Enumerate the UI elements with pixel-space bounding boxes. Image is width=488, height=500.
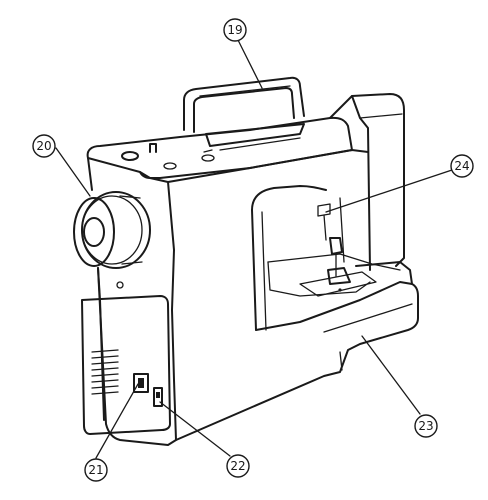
rear-panel: [81, 295, 171, 435]
callout-21-label: 21: [88, 463, 103, 477]
callout-24-label: 24: [454, 159, 469, 173]
callout-19: 19: [223, 18, 247, 42]
callout-23-label: 23: [418, 419, 433, 433]
callout-24: 24: [450, 154, 474, 178]
carrying-handle: [183, 76, 305, 151]
needle-area: [317, 197, 351, 285]
callout-19-label: 19: [227, 23, 242, 37]
machine-body: [86, 93, 419, 446]
vent-grille: [91, 349, 119, 395]
callout-21: 21: [84, 458, 108, 482]
leader-lines: [55, 39, 453, 459]
power-socket: [133, 373, 149, 393]
power-switch: [153, 387, 163, 407]
callout-22-label: 22: [230, 459, 245, 473]
handwheel: [73, 191, 151, 289]
callout-23: 23: [414, 414, 438, 438]
top-controls: [121, 143, 215, 170]
callout-20: 20: [32, 134, 56, 158]
callout-20-label: 20: [36, 139, 51, 153]
callout-22: 22: [226, 454, 250, 478]
